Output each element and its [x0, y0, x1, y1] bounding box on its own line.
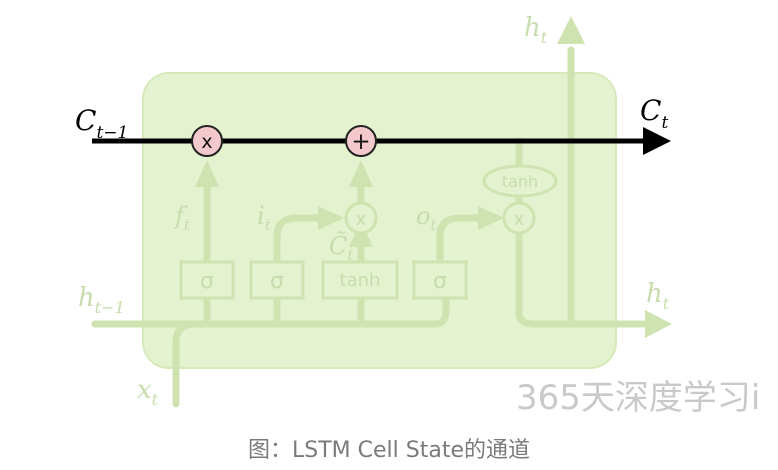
h-out-top-label: ht [524, 13, 548, 47]
output-gate-curve [436, 214, 487, 266]
add-op [345, 125, 377, 157]
output-mult-down [515, 229, 649, 328]
h-out-right-label: ht [646, 279, 670, 313]
forget-gate-label: σ [200, 269, 214, 294]
output-gate-box [412, 260, 468, 300]
output-gate-label: σ [433, 269, 447, 294]
c-prev-label: Ct−1 [75, 104, 128, 143]
cell-tanh-label: tanh [502, 172, 538, 191]
candidate-var: C̃t [329, 232, 354, 264]
add-symbol: + [351, 129, 370, 155]
faded-paths [91, 46, 649, 408]
candidate-gate-label: tanh [340, 270, 381, 291]
h-prev-label: ht−1 [78, 283, 125, 317]
output-multiply-symbol: x [514, 209, 525, 230]
candidate-gate-box [321, 260, 399, 300]
forget-gate-box [179, 260, 235, 300]
x-input-label: xt [137, 375, 159, 409]
input-multiply-symbol: x [356, 209, 367, 230]
c-next-label: Ct [640, 94, 668, 133]
output-multiply-op [502, 201, 536, 235]
input-multiply-op [344, 201, 378, 235]
input-gate-curve [273, 214, 328, 266]
cell-state-arrowhead [643, 127, 671, 155]
x-input-line [172, 320, 200, 408]
faded-arrowheads [195, 16, 672, 338]
forget-multiply-op [191, 125, 223, 157]
gate-boxes: σ σ tanh σ [179, 260, 468, 300]
input-gate-var: it [257, 202, 272, 234]
forget-multiply-symbol: x [201, 131, 212, 153]
faded-ops: x x tanh [344, 164, 558, 235]
output-gate-var: ot [416, 202, 437, 234]
cell-tanh-op [482, 164, 558, 198]
cell-state-path: x + [92, 125, 671, 157]
input-gate-label: σ [270, 269, 284, 294]
figure-caption: 图：LSTM Cell State的通道 [248, 438, 530, 463]
input-gate-box [249, 260, 305, 300]
watermark-text: 365天深度学习i [516, 378, 761, 418]
